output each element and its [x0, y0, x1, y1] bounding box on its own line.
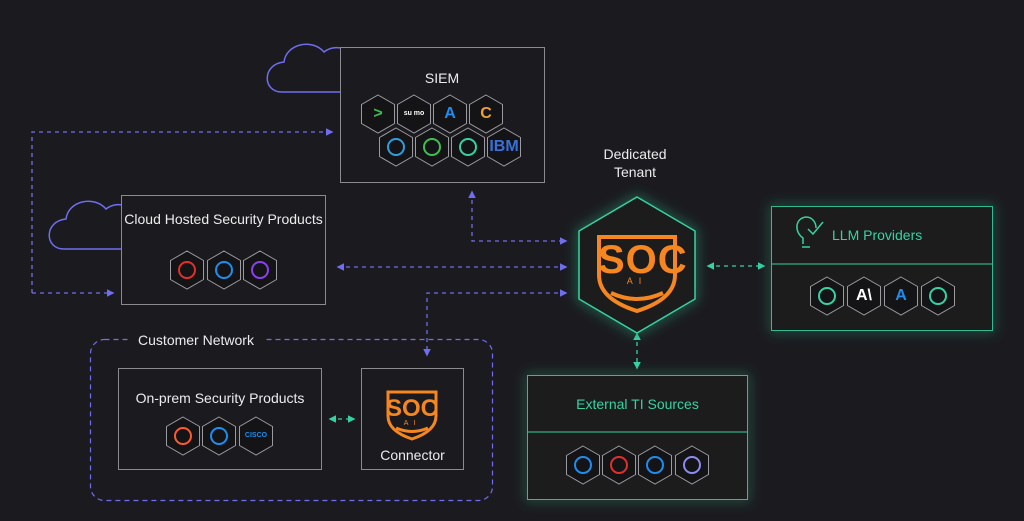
defender-shield-logo-icon — [215, 261, 233, 279]
logo-tile — [166, 416, 200, 456]
globe-logo-icon — [574, 456, 592, 474]
logo-tile — [469, 94, 503, 134]
tenant-label: Dedicated Tenant — [575, 145, 695, 181]
siem-title: SIEM — [424, 70, 460, 86]
logo-tile — [675, 445, 709, 485]
logo-tile — [415, 127, 449, 167]
logo-tile — [397, 94, 431, 134]
logo-tile — [566, 445, 600, 485]
lightbulb-icon — [796, 216, 824, 248]
logo-tile — [602, 445, 636, 485]
logo-tile — [451, 127, 485, 167]
connector-siem-to-tenant — [468, 190, 568, 245]
chevron-logo-icon-text: > — [373, 105, 383, 123]
dots-logo-icon — [610, 456, 628, 474]
logo-tile — [207, 250, 241, 290]
sentinelone-logo-icon — [251, 261, 269, 279]
customer-network-title: Customer Network — [138, 332, 254, 348]
connector-soc-logo — [386, 390, 438, 441]
anthropic-logo-icon-text: A\ — [856, 287, 872, 305]
exabeam-logo-icon — [423, 138, 441, 156]
ti-box — [527, 375, 748, 500]
azure-logo-icon-text: A — [444, 105, 456, 123]
soc-logo-sub: AI — [626, 276, 648, 286]
azure-logo-icon-text: A — [895, 287, 907, 305]
logo-tile — [638, 445, 672, 485]
diamond-logo-icon — [459, 138, 477, 156]
connector-box — [361, 368, 464, 470]
ti-title: External TI Sources — [576, 396, 699, 412]
logo-tile — [239, 416, 273, 456]
logo-tile — [921, 276, 955, 316]
openai-logo-icon — [929, 287, 947, 305]
logo-tile — [433, 94, 467, 134]
tenant-label-line2: Tenant — [613, 164, 657, 180]
tenant-hexagon — [578, 196, 696, 334]
sumo-logo-icon-text: su mo — [403, 109, 425, 117]
customer-network-title-bg — [128, 330, 264, 350]
sigma-logo-icon — [646, 456, 664, 474]
onprem-title: On-prem Security Products — [135, 390, 305, 406]
llm-title: LLM Providers — [832, 227, 923, 243]
connector-tenant-to-connector — [423, 289, 568, 357]
logo-tile — [361, 94, 395, 134]
palo-alto-logo-icon — [174, 427, 192, 445]
ibm-qradar-logo-icon-text: IBM — [489, 138, 519, 156]
windows-logo-icon — [210, 427, 228, 445]
logo-tile — [243, 250, 277, 290]
perplexity-logo-icon — [818, 287, 836, 305]
logo-tile — [847, 276, 881, 316]
connector-title: Connector — [380, 447, 445, 463]
customer-network-box — [89, 338, 494, 502]
connector-cloud-to-siem — [31, 128, 334, 293]
tenant-label-line1: Dedicated — [603, 146, 667, 162]
logo-tile — [810, 276, 844, 316]
check-badge-logo-icon — [683, 456, 701, 474]
cisco-logo-icon-text: CISCO — [244, 431, 268, 439]
chronicle-logo-icon-text: C — [480, 105, 492, 123]
connector-logo-sub: AI — [403, 420, 421, 427]
cloud-products-title: Cloud Hosted Security Products — [124, 211, 323, 227]
logo-tile — [202, 416, 236, 456]
connector-logo-text: SOC — [385, 395, 438, 422]
soc-ai-logo — [597, 235, 677, 314]
falcon-logo-icon — [178, 261, 196, 279]
logo-tile — [170, 250, 204, 290]
wolf-logo-icon — [387, 138, 405, 156]
logo-tile — [884, 276, 918, 316]
llm-box — [771, 206, 993, 331]
logo-tile — [487, 127, 521, 167]
soc-logo-text: SOC — [598, 238, 688, 282]
logo-tile — [379, 127, 413, 167]
